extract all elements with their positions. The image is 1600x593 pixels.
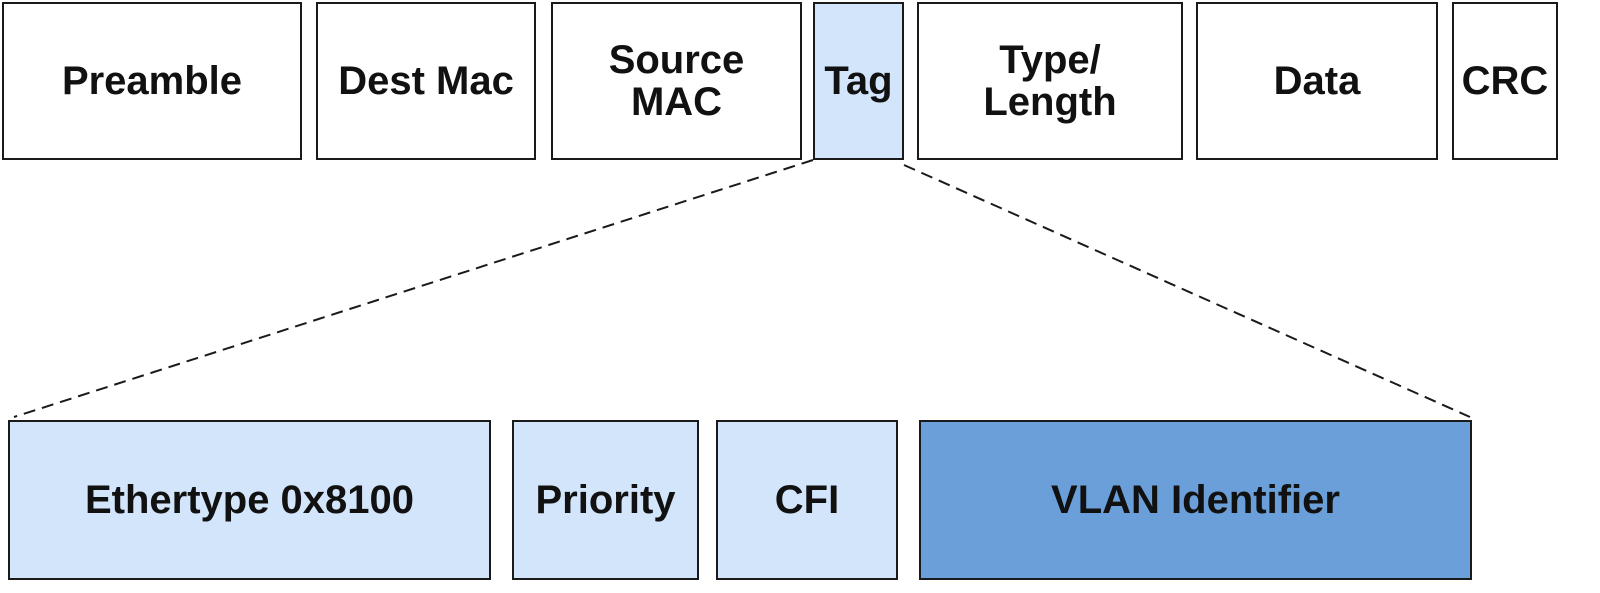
frame-field-tag-label: Tag [824, 59, 893, 103]
frame-field-data-label: Data [1273, 59, 1361, 103]
frame-field-type-length: Type/ Length [917, 2, 1183, 160]
tag-field-priority-label: Priority [535, 478, 676, 522]
tag-field-vlan-identifier: VLAN Identifier [919, 420, 1472, 580]
tag-field-cfi: CFI [716, 420, 898, 580]
connector-left [13, 159, 814, 418]
frame-field-source-mac: Source MAC [551, 2, 802, 160]
tag-field-ethertype: Ethertype 0x8100 [8, 420, 491, 580]
frame-field-tag: Tag [813, 2, 904, 160]
tag-field-ethertype-label: Ethertype 0x8100 [84, 478, 415, 522]
frame-field-crc-label: CRC [1461, 59, 1549, 103]
frame-field-dest-mac: Dest Mac [316, 2, 536, 160]
frame-field-source-mac-label: Source MAC [608, 38, 745, 124]
frame-field-dest-mac-label: Dest Mac [338, 59, 514, 103]
connector-right [903, 164, 1471, 418]
frame-field-preamble-label: Preamble [61, 59, 243, 103]
frame-field-type-length-label: Type/ Length [983, 38, 1117, 124]
tag-field-cfi-label: CFI [774, 478, 840, 522]
tag-field-priority: Priority [512, 420, 699, 580]
frame-field-preamble: Preamble [2, 2, 302, 160]
frame-field-data: Data [1196, 2, 1438, 160]
tag-field-vlan-identifier-label: VLAN Identifier [1051, 478, 1340, 522]
frame-field-crc: CRC [1452, 2, 1558, 160]
